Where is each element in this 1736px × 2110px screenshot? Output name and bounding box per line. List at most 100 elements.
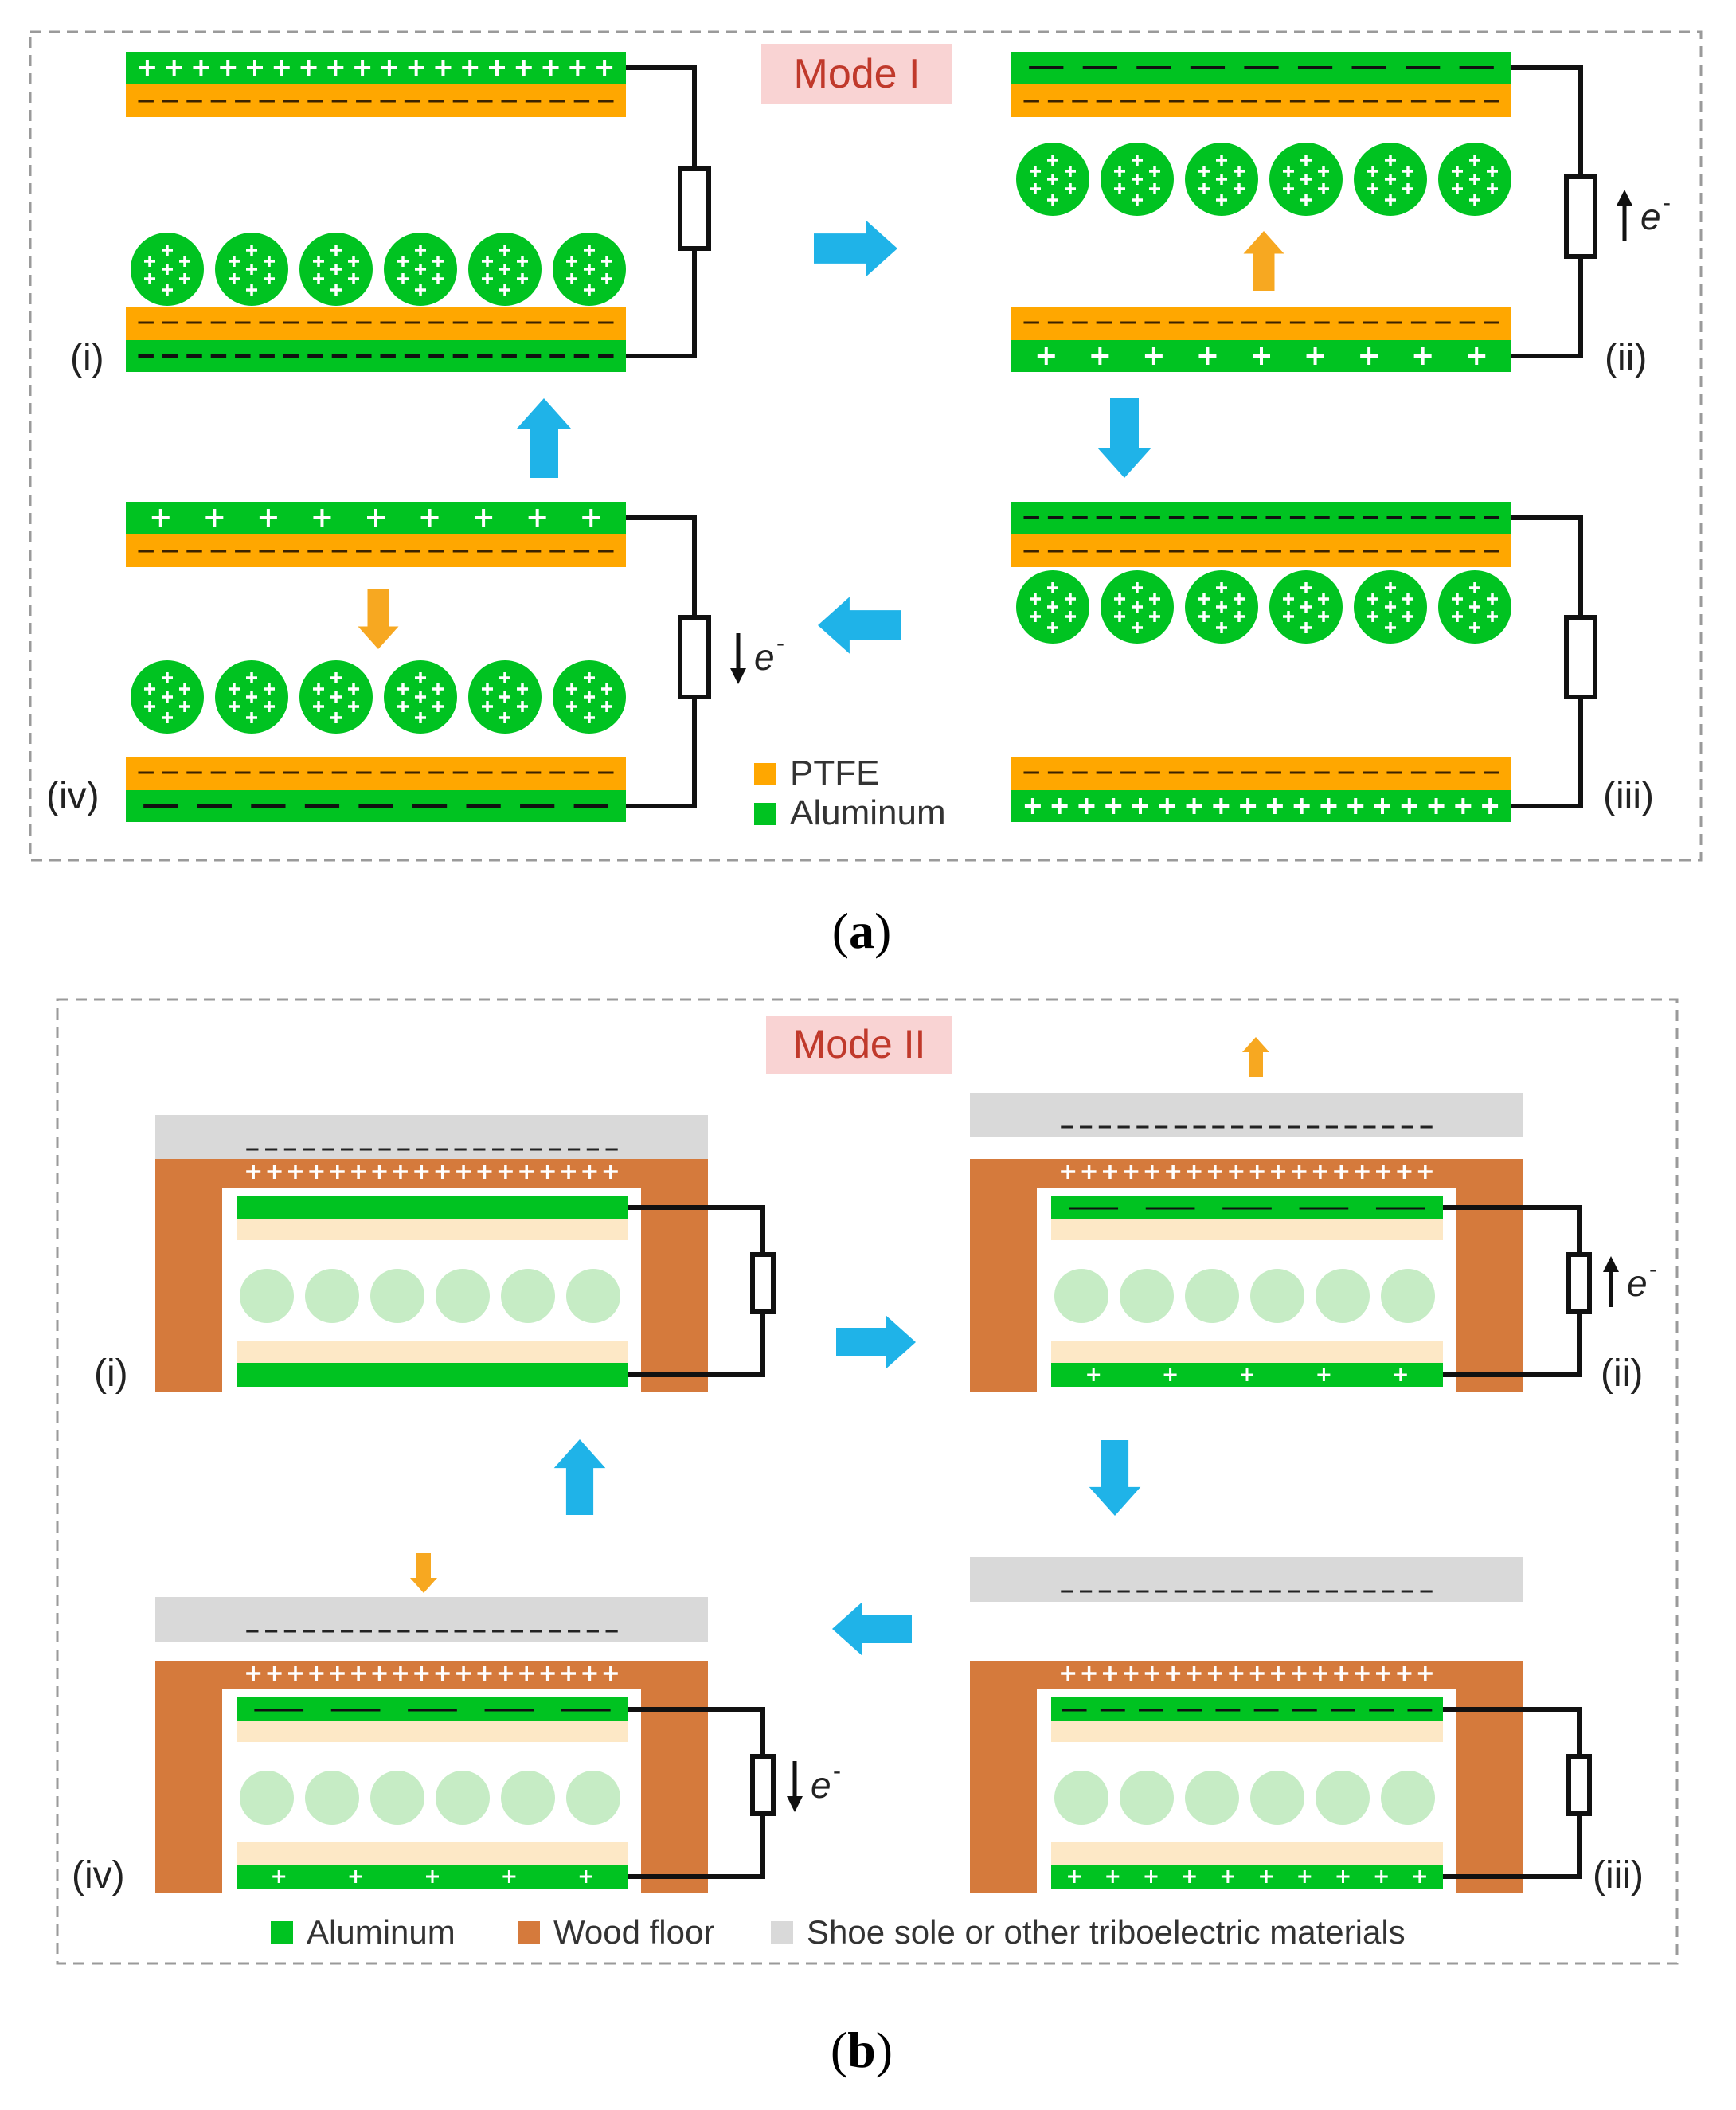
panel-b-stage-i — [155, 1115, 776, 1392]
shoe-sole — [970, 1093, 1523, 1137]
stage-label-a-ii: (ii) — [1605, 337, 1647, 379]
spacer-bottom — [237, 1341, 628, 1363]
bead — [370, 1269, 424, 1323]
bead — [1381, 1269, 1435, 1323]
electron-label: e — [1627, 1262, 1648, 1304]
plus-charges — [246, 1165, 618, 1179]
mode-label-a: Mode I — [761, 44, 952, 104]
bead — [1120, 1269, 1174, 1323]
resistor — [750, 1252, 776, 1314]
spacer-top — [237, 1721, 628, 1742]
stage-label-a-iii: (iii) — [1603, 775, 1654, 817]
bead — [1054, 1771, 1108, 1825]
electron-superscript: - — [833, 1758, 841, 1784]
resistor — [1564, 615, 1597, 699]
legend-a-aluminum-swatch — [754, 803, 776, 825]
circuit — [1443, 1707, 1592, 1879]
ptfe-layer-bottom — [1011, 757, 1511, 790]
motion-arrow — [1243, 231, 1284, 291]
motion-arrow — [1242, 1037, 1269, 1077]
wood-floor — [155, 1159, 708, 1392]
electron-label: e — [1640, 196, 1661, 237]
shoe-sole — [155, 1597, 708, 1642]
electron-arrow-head — [730, 668, 746, 684]
panel-b-stage-iv: e- — [155, 1553, 841, 1893]
plus-charges — [1061, 1666, 1433, 1681]
aluminum-electrode-top — [1011, 502, 1511, 534]
panel-b-stage-ii: e- — [970, 1037, 1657, 1392]
aluminum-electrode-bottom — [237, 1363, 628, 1387]
legend-b-shoe-label: Shoe sole or other triboelectric materia… — [807, 1913, 1406, 1951]
legend-b: Aluminum Wood floor Shoe sole or other t… — [271, 1913, 1406, 1951]
spacer-bottom — [1051, 1842, 1443, 1865]
electron-superscript: - — [1649, 1256, 1657, 1282]
aluminum-electrode-bottom — [126, 340, 626, 372]
shoe-sole — [155, 1115, 708, 1160]
beads — [1054, 1269, 1435, 1323]
plus-charges — [139, 60, 613, 76]
plus-charges — [1068, 1870, 1426, 1883]
circuit — [1443, 1205, 1592, 1377]
bead — [436, 1269, 490, 1323]
wood-floor — [155, 1661, 708, 1893]
circuit — [1511, 65, 1597, 358]
caption-b: (b) — [831, 2022, 893, 2078]
circuit — [626, 65, 711, 358]
stage-label-b-iii: (iii) — [1593, 1854, 1644, 1897]
plus-charges — [272, 1870, 592, 1883]
electron-arrow-head — [1617, 190, 1632, 206]
bead — [1250, 1771, 1304, 1825]
wood-floor — [970, 1159, 1523, 1392]
panel-b-frame — [56, 998, 1679, 1965]
svg-text:Mode II: Mode II — [793, 1022, 926, 1067]
resistor — [678, 615, 711, 699]
beads — [240, 1771, 620, 1825]
panel-b-stage-iii — [970, 1557, 1592, 1893]
electron-indicator: e- — [1603, 1256, 1657, 1307]
flow-arrow-a-iv-to-i — [517, 398, 571, 478]
beads — [131, 233, 626, 306]
electron-indicator: e- — [730, 630, 784, 684]
bead — [240, 1269, 294, 1323]
flow-arrow-a-i-to-ii — [814, 220, 897, 277]
bead — [1316, 1269, 1370, 1323]
bead — [1250, 1269, 1304, 1323]
shoe-sole — [970, 1557, 1523, 1602]
legend-b-shoe-swatch — [771, 1921, 793, 1944]
electron-indicator: e- — [1617, 190, 1671, 241]
bead — [1185, 1269, 1239, 1323]
flow-arrow-a-ii-to-iii — [1097, 398, 1151, 478]
svg-text:Mode I: Mode I — [794, 51, 921, 97]
panel-a-stage-ii: e- — [1011, 52, 1671, 372]
flow-arrow-b-i-to-ii — [836, 1315, 916, 1369]
bead — [1316, 1771, 1370, 1825]
legend-b-wood-label: Wood floor — [553, 1913, 714, 1951]
electron-arrow-head — [787, 1796, 803, 1812]
ptfe-layer-top — [1011, 84, 1511, 117]
beads — [1016, 143, 1511, 216]
flow-arrow-a-iii-to-iv — [818, 597, 901, 654]
ptfe-layer-top — [126, 84, 626, 117]
motion-arrow — [410, 1553, 437, 1593]
flow-arrow-b-iv-to-i — [553, 1439, 606, 1515]
aluminum-electrode-top — [126, 52, 626, 84]
spacer-top — [1051, 1219, 1443, 1240]
legend-b-aluminum-swatch — [271, 1921, 293, 1944]
legend-a-ptfe-label: PTFE — [790, 754, 879, 793]
beads — [1054, 1771, 1435, 1825]
electron-indicator: e- — [787, 1758, 841, 1812]
bead — [566, 1771, 620, 1825]
bead — [305, 1269, 359, 1323]
plus-charges — [151, 509, 600, 527]
beads — [131, 660, 626, 734]
plus-charges — [1024, 798, 1499, 814]
resistor — [678, 166, 711, 251]
bead — [1054, 1269, 1108, 1323]
panel-a-stage-iv: e- — [126, 502, 784, 822]
bead — [370, 1771, 424, 1825]
plus-charges — [1061, 1165, 1433, 1179]
ptfe-layer-bottom — [1011, 307, 1511, 340]
plus-charges — [1087, 1368, 1407, 1381]
spacer-top — [237, 1219, 628, 1240]
